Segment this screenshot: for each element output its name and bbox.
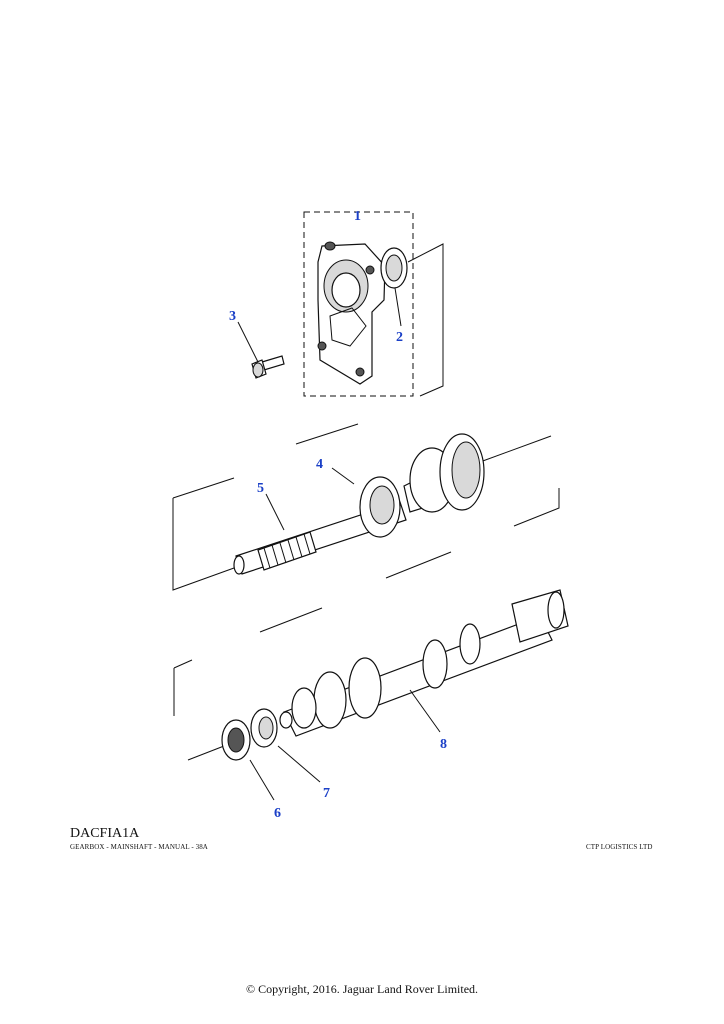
bracket-line: [259, 607, 323, 633]
mainshaft-gear-seat: [348, 657, 382, 719]
input-bearing-race: [369, 485, 395, 525]
callout-4: 4: [316, 457, 323, 472]
leader-4: [331, 467, 355, 485]
bracket-line: [172, 477, 235, 499]
leader-7: [277, 745, 321, 783]
callout-8: 8: [440, 737, 447, 752]
housing-rib: [329, 307, 367, 347]
input-shaft-splines: [257, 531, 317, 571]
housing-assembly: [237, 211, 444, 397]
diagram-code: DACFIA1A: [70, 826, 140, 841]
housing-bolt-hole: [355, 367, 365, 377]
callout-6: 6: [274, 806, 281, 821]
gear-face: [451, 441, 481, 499]
bracket-line: [172, 498, 235, 591]
mainshaft-pilot: [291, 687, 317, 729]
bolt: [251, 355, 285, 379]
mainshaft-end: [547, 591, 565, 629]
callout-5: 5: [257, 481, 264, 496]
publisher-caption: CTP LOGISTICS LTD: [586, 843, 653, 851]
shaft-end: [233, 555, 245, 575]
mainshaft: [283, 615, 553, 737]
bracket-line: [407, 243, 444, 397]
input-shaft-assembly: [172, 423, 560, 591]
leader-6: [249, 759, 275, 801]
mainshaft-journal: [313, 671, 347, 729]
housing-bore-inner: [331, 272, 361, 308]
housing-bolt-hole: [317, 341, 327, 351]
leader-8: [409, 689, 441, 733]
copyright-notice: © Copyright, 2016. Jaguar Land Rover Lim…: [245, 982, 479, 996]
bracket-line: [385, 551, 452, 579]
leader-3: [237, 321, 259, 363]
assembly-dashed-box: [303, 211, 414, 397]
oil-seal-inner: [385, 254, 403, 282]
bracket-line: [187, 745, 225, 761]
callout-2: 2: [396, 330, 403, 345]
mainshaft-nose: [279, 711, 293, 729]
leader-5: [265, 493, 285, 531]
callout-1: 1: [354, 209, 361, 224]
bracket-line: [513, 488, 560, 527]
housing-bolt-hole: [365, 265, 375, 275]
housing-bolt-hole: [324, 241, 336, 251]
pilot-bearing-rollers: [227, 727, 245, 753]
mainshaft-splines-mid: [422, 639, 448, 689]
bracket-line: [173, 659, 193, 669]
bracket-line: [295, 423, 359, 445]
diagram-caption: GEARBOX - MAINSHAFT - MANUAL - 38A: [70, 843, 208, 851]
bracket-line: [479, 435, 552, 463]
spline-lines: [263, 533, 311, 569]
mainshaft-collar: [459, 623, 481, 665]
callout-3: 3: [229, 309, 236, 324]
callout-7: 7: [323, 786, 330, 801]
leader-2: [394, 287, 402, 327]
mainshaft-assembly: [173, 589, 569, 801]
spacer-ring-bore: [258, 716, 274, 740]
